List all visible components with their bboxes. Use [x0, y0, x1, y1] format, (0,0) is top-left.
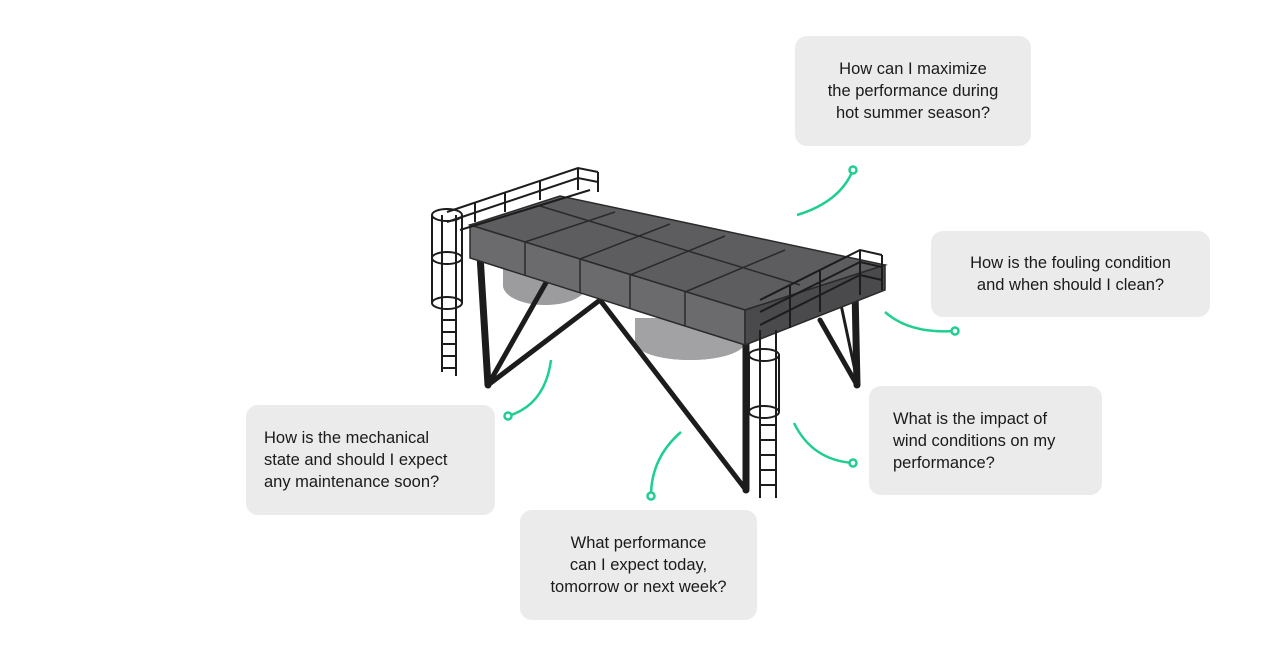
connector-summer — [796, 165, 858, 217]
connector-fouling — [884, 311, 960, 336]
question-fouling-bubble: How is the fouling condition and when sh… — [931, 231, 1210, 317]
question-wind-text: What is the impact of wind conditions on… — [893, 409, 1056, 472]
question-mechanical-bubble: How is the mechanical state and should I… — [246, 405, 495, 515]
question-summer-bubble: How can I maximize the performance durin… — [795, 36, 1031, 146]
question-fouling-text: How is the fouling condition and when sh… — [970, 254, 1171, 294]
connector-performance — [646, 431, 682, 501]
ladder-left — [431, 208, 463, 376]
question-performance-bubble: What performance can I expect today, tom… — [520, 510, 757, 620]
connector-wind — [792, 422, 858, 468]
coil-deck — [467, 195, 888, 347]
question-mechanical-text: How is the mechanical state and should I… — [264, 429, 448, 491]
ladder-right — [748, 330, 780, 498]
question-summer-text: How can I maximize the performance durin… — [827, 60, 999, 122]
question-performance-text: What performance can I expect today, tom… — [550, 534, 727, 596]
connector-mechanical — [503, 359, 553, 421]
railings — [446, 166, 883, 328]
question-wind-bubble: What is the impact of wind conditions on… — [869, 386, 1102, 495]
